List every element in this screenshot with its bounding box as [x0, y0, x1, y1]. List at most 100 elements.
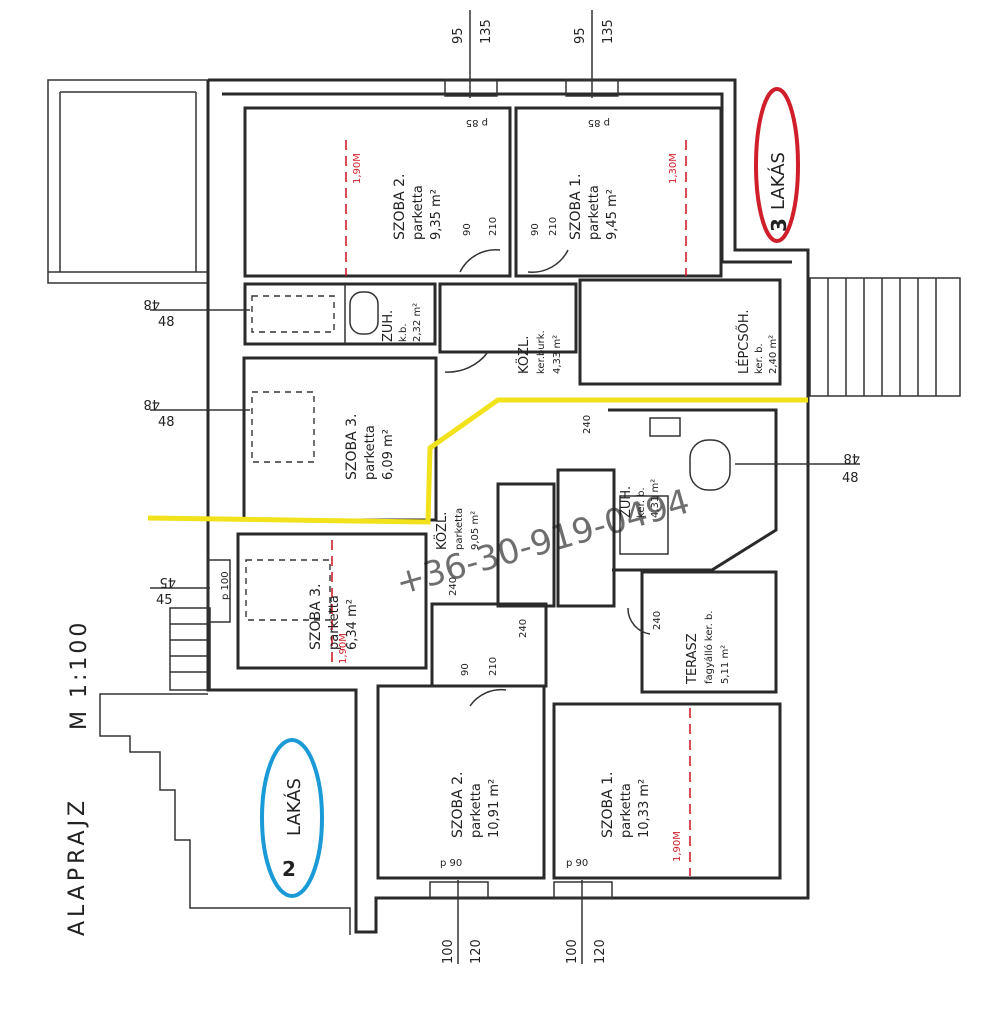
dim-bot-right-a: 100 — [565, 939, 580, 964]
dim-side-upper-a: 48 — [143, 296, 160, 311]
plan-title: ALAPRAJZ — [65, 797, 90, 936]
level-mark-room2: 1,90M — [352, 153, 363, 184]
room-label-szoba2-lower: SZOBA 2. parketta 10,91 m² — [450, 772, 502, 839]
dim-top-right-a: 95 — [573, 27, 588, 44]
dim-side-mid-a: 48 — [143, 396, 160, 411]
room-label-szoba3-lower: SZOBA 3. parketta 6,34 m² — [308, 584, 360, 651]
apartment-3-marker: LAKÁS 3 — [754, 87, 800, 243]
outer-terrace-bottom-left — [99, 693, 351, 935]
dim-side-low-a: 45 — [159, 574, 176, 589]
door-90-b: 90 — [530, 223, 541, 236]
room-area: 2,40 m² — [768, 335, 779, 374]
room-label-terasz: TERASZ fagyálló ker. b. 5,11 m² — [685, 610, 731, 685]
room-floor: parketta — [619, 783, 634, 838]
room-name: TERASZ — [685, 633, 700, 685]
room-label-kozl-upper: KÖZL. ker.burk. 4,33 m² — [515, 330, 563, 374]
room-label-szoba3-upper: SZOBA 3. parketta 6,09 m² — [344, 414, 396, 481]
apartment-divider-line — [147, 397, 808, 525]
dim-side-mid-b: 48 — [158, 415, 175, 430]
room-area: 4,31 m² — [650, 479, 661, 518]
parapet-room3-lower: p 100 — [220, 571, 231, 600]
room-name: SZOBA 2. — [450, 772, 466, 839]
room-name: SZOBA 2. — [392, 174, 408, 241]
room-floor: parketta — [469, 783, 484, 838]
room-floor: parketta — [587, 185, 602, 240]
room-area: 4,33 m² — [552, 335, 563, 374]
dimension-marks — [150, 10, 860, 964]
room-floor: ker. b. — [754, 343, 765, 374]
dim-top-right-b: 135 — [601, 19, 616, 44]
room-name: SZOBA 3. — [344, 414, 360, 481]
door-240-b: 240 — [518, 619, 529, 638]
room-area: 6,09 m² — [381, 429, 396, 480]
room-area: 9,45 m² — [605, 189, 620, 240]
dim-top-left-a: 95 — [451, 27, 466, 44]
door-90-a: 90 — [462, 223, 473, 236]
room-name: LÉPCSŐH. — [736, 309, 752, 374]
door-210-a: 210 — [488, 217, 499, 236]
level-mark-room1-lower: 1,90M — [672, 831, 683, 862]
room-label-kozl-lower: KÖZL. parketta 9,05 m² — [433, 508, 481, 550]
room-name: SZOBA 1. — [568, 174, 584, 241]
room-area: 5,11 m² — [720, 645, 731, 684]
parapet-room1: p 85 — [588, 117, 610, 128]
door-240-d: 240 — [448, 577, 459, 596]
room-area: 9,35 m² — [429, 189, 444, 240]
apartment-3-number: 3 — [767, 218, 791, 232]
apartment-2-number: 2 — [282, 857, 296, 881]
dim-bot-right-b: 120 — [593, 939, 608, 964]
room-floor: k.b. — [398, 324, 409, 343]
room-floor: parketta — [363, 425, 378, 480]
room-label-lepcsoh: LÉPCSŐH. ker. b. 2,40 m² — [736, 309, 779, 374]
parapet-room2: p 85 — [466, 117, 488, 128]
room-floor: fagyálló ker. b. — [703, 610, 715, 684]
fixtures — [245, 249, 731, 707]
dim-side-right-b: 48 — [842, 471, 859, 486]
outer-stair-left — [169, 607, 211, 691]
parapet-room2-lower: p 90 — [440, 858, 462, 869]
level-lines — [331, 140, 691, 876]
room-area: 9,05 m² — [470, 511, 481, 550]
room-label-zuh-upper: ZUH. k.b. 2,32 m² — [381, 303, 423, 342]
apartment-2-label: LAKÁS — [283, 778, 305, 836]
door-90-c: 90 — [460, 663, 471, 676]
room-label-szoba1-upper: SZOBA 1. parketta 9,45 m² — [568, 174, 620, 241]
door-210-b: 210 — [548, 217, 559, 236]
dim-side-low-b: 45 — [156, 593, 173, 608]
room-label-szoba1-lower: SZOBA 1. parketta 10,33 m² — [600, 772, 652, 839]
room-name: SZOBA 1. — [600, 772, 616, 839]
dim-side-right-a: 48 — [843, 450, 860, 465]
apartment-2-marker: LAKÁS 2 — [260, 738, 324, 898]
door-240-c: 240 — [652, 611, 663, 630]
room-floor: ker. b. — [636, 487, 647, 518]
dim-top-left-b: 135 — [479, 19, 494, 44]
interior-walls — [236, 106, 782, 880]
room-label-szoba2-upper: SZOBA 2. parketta 9,35 m² — [392, 174, 444, 241]
room-area: 10,33 m² — [637, 779, 652, 838]
room-area: 2,32 m² — [412, 303, 423, 342]
outer-terrace-left — [47, 79, 209, 284]
room-floor: parketta — [454, 508, 465, 550]
level-mark-room1: 1,30M — [668, 153, 679, 184]
door-210-c: 210 — [488, 657, 499, 676]
room-name: ZUH. — [381, 310, 396, 342]
outer-stair-right — [809, 277, 961, 397]
apartment-3-label: LAKÁS — [767, 152, 789, 210]
plan-scale: M 1:100 — [67, 620, 92, 730]
room-name: KÖZL. — [433, 512, 450, 550]
room-area: 6,34 m² — [345, 599, 360, 650]
room-name: KÖZL. — [515, 336, 532, 374]
room-area: 10,91 m² — [487, 779, 502, 838]
level-mark-room3-lower: 1,90M — [338, 633, 349, 664]
room-name: SZOBA 3. — [308, 584, 324, 651]
room-floor: parketta — [327, 595, 342, 650]
dim-bot-left-a: 100 — [441, 939, 456, 964]
room-name: ZUH. — [619, 486, 634, 518]
room-label-zuh-lower: ZUH. ker. b. 4,31 m² — [619, 479, 661, 518]
door-240-a: 240 — [582, 415, 593, 434]
parapet-room1-lower: p 90 — [566, 858, 588, 869]
dim-bot-left-b: 120 — [469, 939, 484, 964]
room-floor: parketta — [411, 185, 426, 240]
dim-side-upper-b: 48 — [158, 315, 175, 330]
